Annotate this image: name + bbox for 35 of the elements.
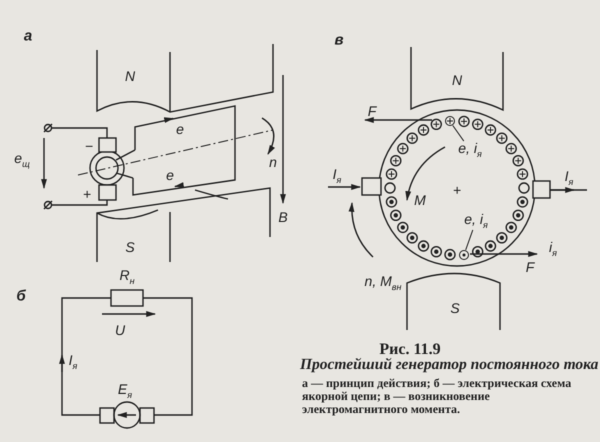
leader-line: [465, 229, 474, 250]
figure-number: Рис. 11.9: [379, 342, 441, 358]
panel-letter: а: [24, 28, 32, 44]
symbol-label: F: [368, 104, 376, 118]
symbol-label: i$_{я}$: [549, 240, 557, 258]
pole-label: S: [125, 240, 135, 254]
conductor-symbol: [444, 116, 455, 126]
leader-line: [452, 125, 464, 142]
symbol-label: I$_{я}$: [68, 353, 78, 371]
symbol-label: B: [278, 210, 288, 224]
symbol-label: e: [176, 122, 184, 136]
symbol-label: n: [269, 155, 277, 169]
symbol-label: R$_{н}$: [119, 268, 135, 286]
symbol-label: n, M$_{вн}$: [364, 274, 402, 292]
symbol-label: U: [114, 323, 126, 337]
symbol-label: e, i$_{я}$: [458, 141, 482, 159]
polarity-sign: +: [452, 183, 462, 197]
symbol-label: F: [526, 260, 534, 274]
symbol-label: I$_{я}$: [564, 169, 574, 187]
symbol-label: e: [166, 168, 174, 182]
figure-caption: а — принцип действия; б — электрическая схема якорной цепи; в — возникновение электромагнитного момента.: [302, 377, 572, 416]
symbol-label: e, i$_{я}$: [464, 212, 488, 230]
panel-letter: в: [334, 32, 344, 48]
symbol-label: e$_{щ}$: [14, 151, 30, 169]
polarity-sign: −: [84, 139, 94, 153]
conductor-symbol: [459, 250, 469, 260]
pole-label: S: [450, 301, 460, 315]
figure-title: Простейший генератор постоянного тока: [300, 356, 598, 374]
symbol-label: M: [414, 193, 426, 207]
pole-label: N: [452, 73, 462, 87]
pole-label: N: [124, 69, 136, 83]
polarity-sign: +: [82, 187, 92, 201]
symbol-label: E$_{я}$: [118, 382, 132, 400]
symbol-label: I$_{я}$: [332, 167, 342, 185]
panel-letter: б: [16, 288, 26, 304]
